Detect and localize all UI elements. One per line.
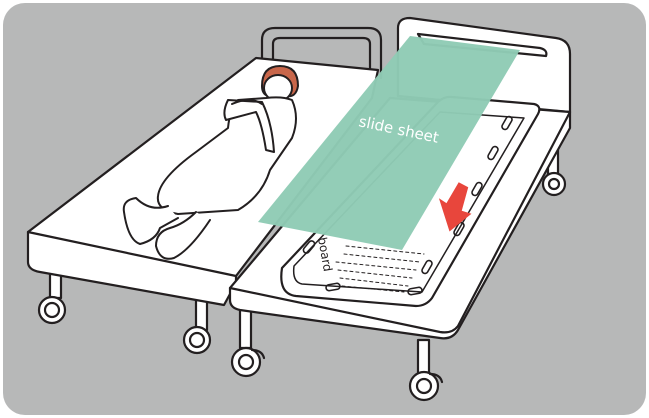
- left-bed-leg: [196, 300, 207, 330]
- left-bed-caster: [184, 327, 210, 353]
- right-bed-caster: [543, 173, 565, 195]
- right-bed-leg: [240, 308, 251, 348]
- left-bed-caster: [39, 297, 65, 323]
